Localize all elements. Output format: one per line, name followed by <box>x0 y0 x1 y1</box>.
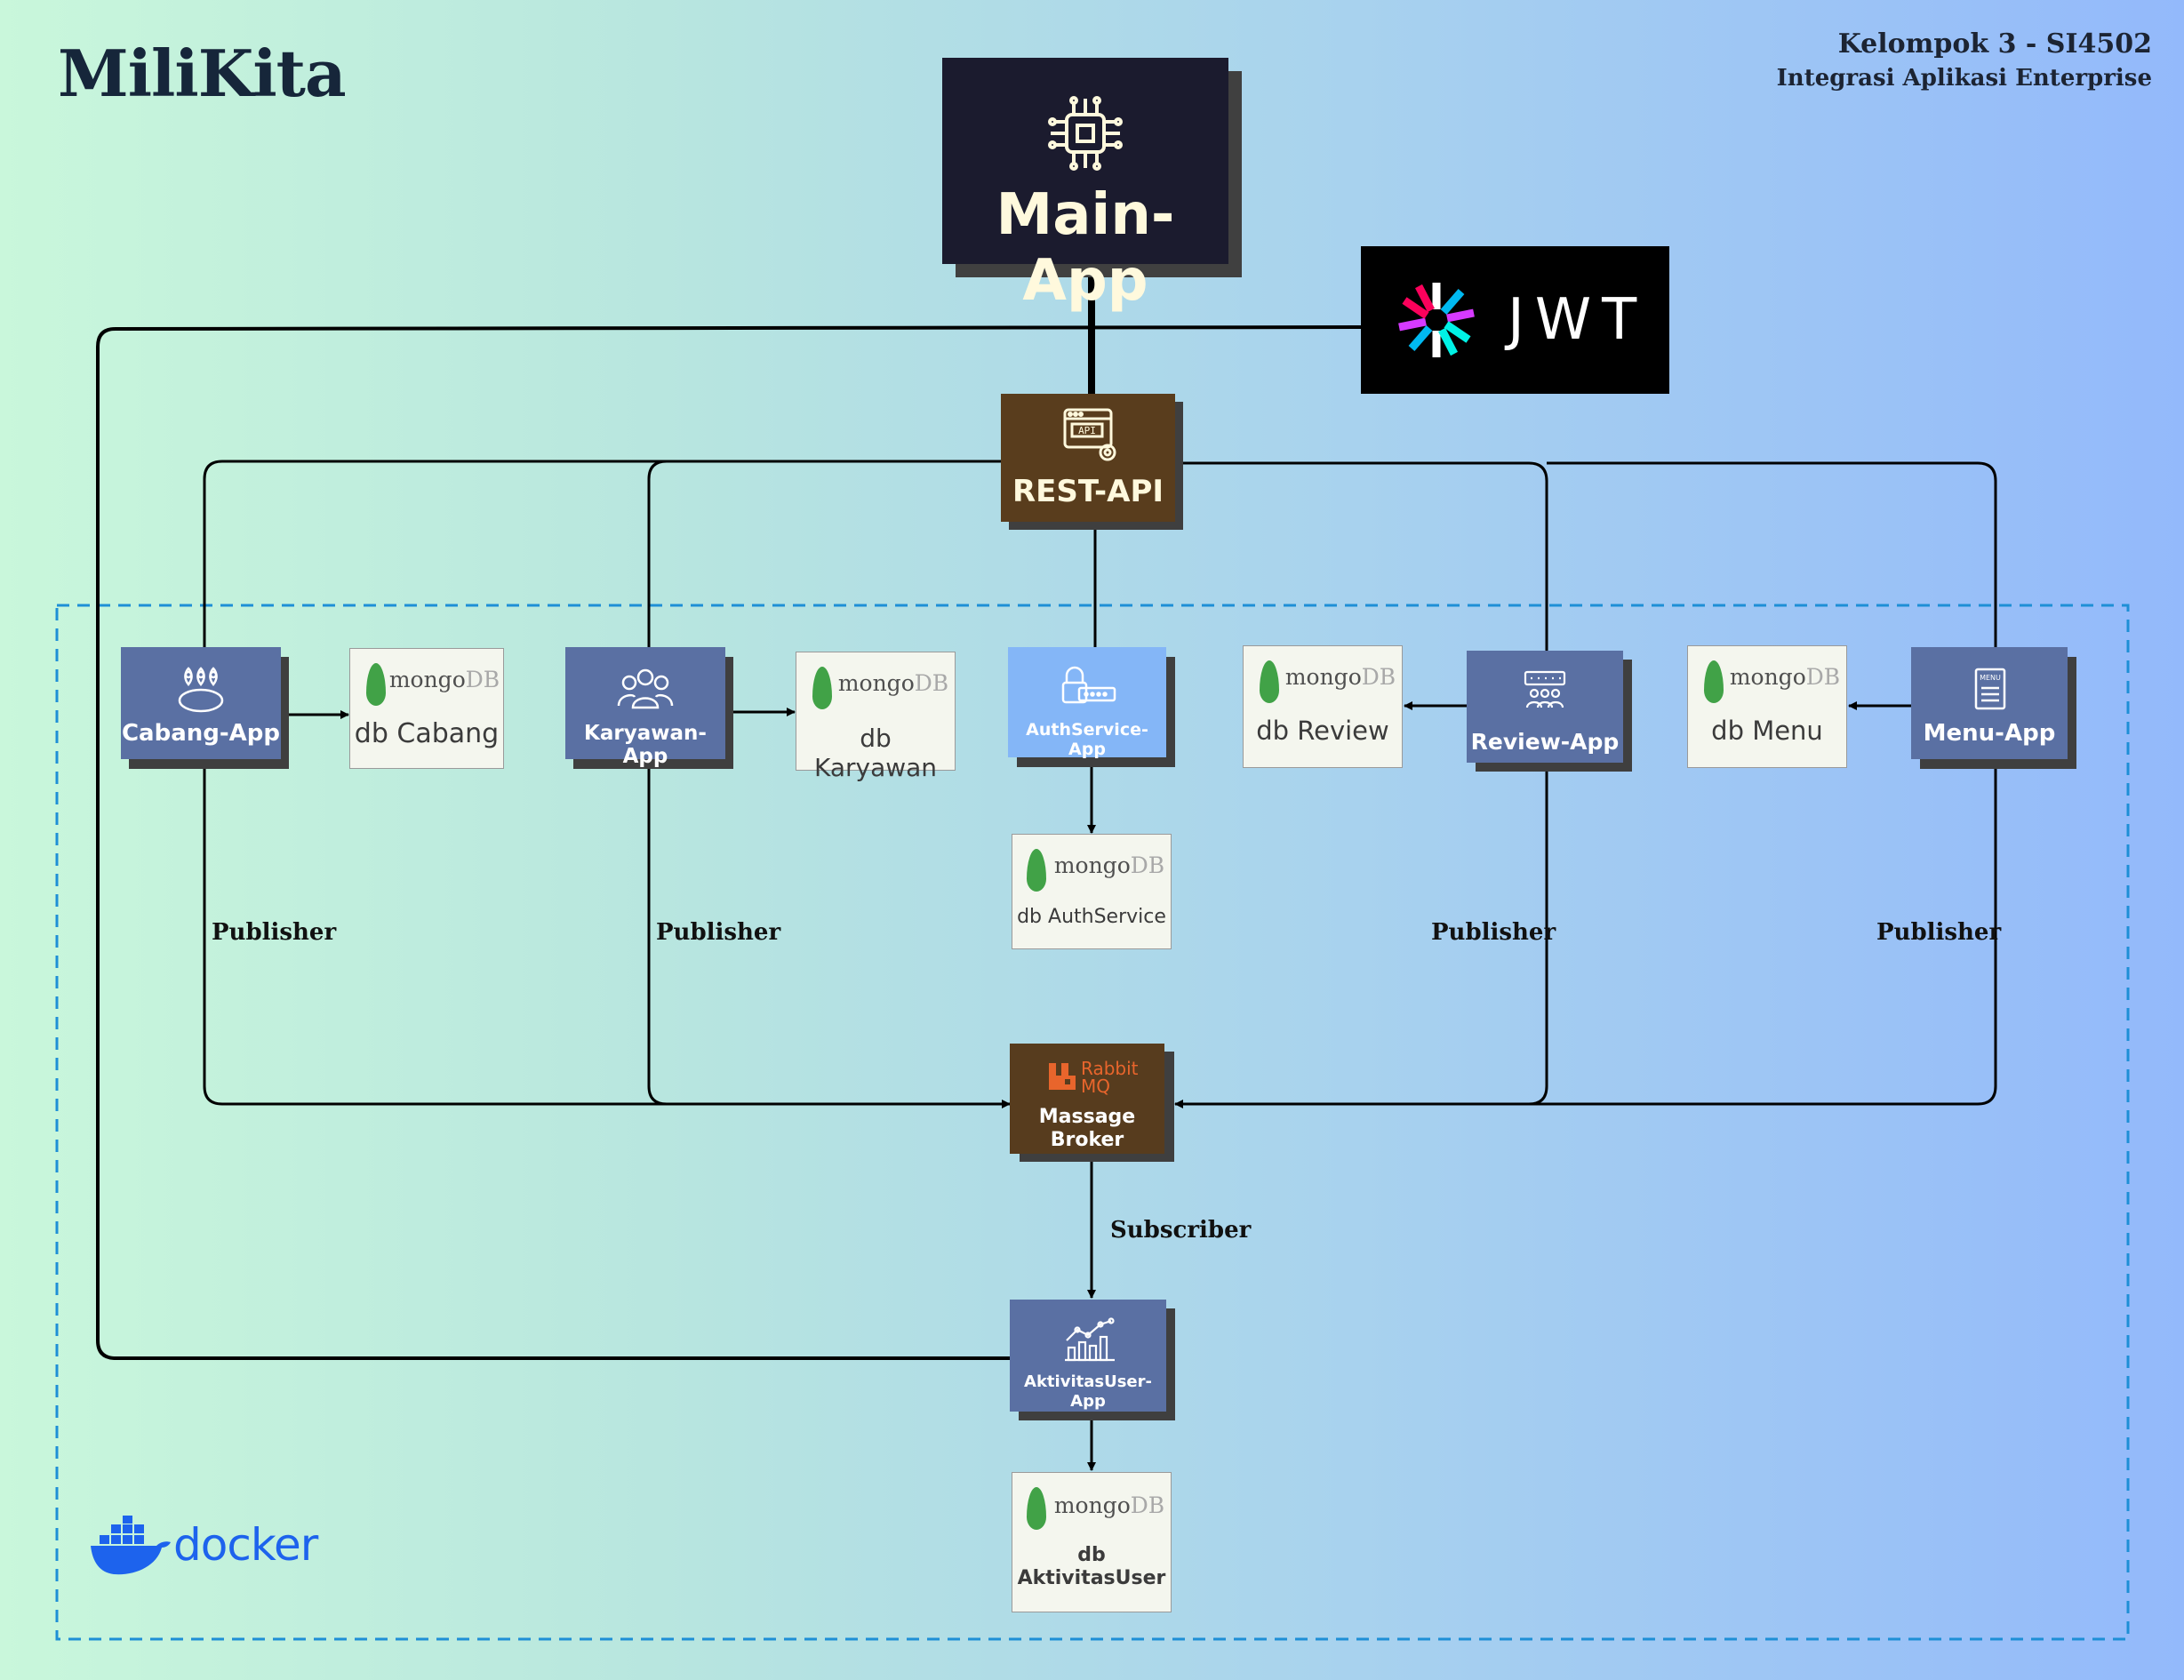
mongodb-leaf-icon <box>1027 1487 1046 1530</box>
auth-app-label-line2: App <box>1068 740 1106 759</box>
rest-api-label: REST-API <box>1012 474 1164 509</box>
db-menu-node[interactable]: mongoDB db Menu <box>1687 645 1847 768</box>
publisher-label-review: Publisher <box>1431 919 1556 946</box>
svg-text:MENU: MENU <box>1980 674 2001 682</box>
db-authservice-label: db AuthService <box>1017 906 1166 928</box>
menu-book-icon: MENU <box>1974 668 2006 710</box>
rest-api-node[interactable]: API REST-API <box>1001 394 1175 522</box>
mongodb-leaf-icon <box>1027 849 1046 892</box>
mongodb-logo: mongoDB <box>1284 664 1396 690</box>
docker-container-border <box>55 604 2130 1641</box>
location-pins-icon <box>178 667 224 713</box>
svg-text:API: API <box>1078 425 1096 436</box>
rabbitmq-brand: Rabbit MQ <box>1081 1058 1139 1097</box>
db-authservice-node[interactable]: mongoDB db AuthService <box>1012 834 1172 949</box>
aktivitas-app-label-line2: App <box>1070 1392 1106 1411</box>
db-aktivitasuser-node[interactable]: mongoDB db AktivitasUser <box>1012 1472 1172 1612</box>
subscriber-label: Subscriber <box>1110 1217 1252 1244</box>
karyawan-app-node[interactable]: Karyawan-App <box>565 647 725 768</box>
api-bus-right-inner <box>1175 461 1548 651</box>
rabbitmq-logo-icon <box>1049 1063 1076 1090</box>
db-review-node[interactable]: mongoDB db Review <box>1243 645 1403 768</box>
lock-password-icon <box>1061 666 1116 704</box>
db-review-label: db Review <box>1256 716 1389 746</box>
jwt-to-aktivitas-line <box>96 325 1362 1360</box>
db-menu-label: db Menu <box>1711 716 1823 746</box>
db-cabang-label: db Cabang <box>354 718 500 749</box>
mongodb-logo: mongoDB <box>1729 664 1841 690</box>
menu-publisher-line <box>1174 764 1997 1108</box>
jwt-star-icon <box>1398 283 1475 357</box>
mongodb-logo: mongoDB <box>1053 852 1165 878</box>
db-cabang-node[interactable]: mongoDB db Cabang <box>349 648 504 769</box>
review-app-label: Review-App <box>1470 729 1620 755</box>
aktivitasuser-app-node[interactable]: AktivitasUser- App <box>1010 1300 1166 1412</box>
review-people-icon <box>1524 670 1566 708</box>
menu-app-node[interactable]: MENU Menu-App <box>1911 647 2068 759</box>
mongodb-leaf-icon <box>1260 660 1279 703</box>
auth-service-app-node[interactable]: AuthService- App <box>1008 647 1166 759</box>
jwt-label: JWT <box>1508 287 1648 353</box>
api-bus-left-outer <box>203 460 1001 649</box>
publisher-label-karyawan: Publisher <box>656 919 781 946</box>
karyawan-publisher-line <box>647 764 693 1106</box>
db-karyawan-label: db Karyawan <box>813 724 938 782</box>
db-aktivitasuser-label-line2: AktivitasUser <box>1017 1567 1166 1589</box>
broker-label: Massage Broker <box>1038 1106 1136 1151</box>
header-info: Kelompok 3 - SI4502 Integrasi Aplikasi E… <box>1777 27 2152 94</box>
mongodb-leaf-icon <box>812 667 832 709</box>
publisher-label-menu: Publisher <box>1876 919 2002 946</box>
line-chart-icon <box>1065 1317 1115 1362</box>
jwt-node[interactable]: JWT <box>1361 246 1669 394</box>
docker-label: docker <box>173 1519 318 1571</box>
group-label: Kelompok 3 - SI4502 <box>1837 28 2152 60</box>
mongodb-leaf-icon <box>1704 660 1724 703</box>
main-app-label: Main-App <box>996 182 1175 314</box>
db-karyawan-node[interactable]: mongoDB db Karyawan <box>796 652 956 782</box>
api-gear-icon: API <box>1063 408 1116 461</box>
docker-logo: docker <box>89 1516 329 1578</box>
course-label: Integrasi Aplikasi Enterprise <box>1776 65 2152 92</box>
mongodb-logo: mongoDB <box>1053 1492 1165 1518</box>
docker-whale-icon <box>91 1516 171 1575</box>
review-app-node[interactable]: Review-App <box>1467 651 1623 763</box>
main-app-node[interactable]: Main-App <box>942 58 1228 314</box>
auth-app-label-line1: AuthService- <box>1026 720 1148 740</box>
cabang-app-label: Cabang-App <box>121 720 281 747</box>
db-aktivitasuser-label-line1: db <box>1077 1544 1106 1566</box>
mongodb-leaf-icon <box>366 663 386 706</box>
rabbitmq-broker-node[interactable]: Rabbit MQ Massage Broker <box>1010 1044 1164 1154</box>
aktivitas-app-label-line1: AktivitasUser- <box>1024 1372 1152 1391</box>
api-bus-right-outer <box>1547 461 1997 649</box>
menu-app-label: Menu-App <box>1923 720 2056 747</box>
cpu-chip-icon <box>1048 96 1123 171</box>
publisher-label-cabang: Publisher <box>212 919 337 946</box>
karyawan-app-label: Karyawan-App <box>584 722 707 768</box>
cabang-publisher-line <box>203 764 1011 1108</box>
people-group-icon <box>617 668 674 709</box>
mongodb-logo: mongoDB <box>388 667 500 692</box>
cabang-app-node[interactable]: Cabang-App <box>121 647 281 759</box>
api-bus-left-inner <box>647 460 747 649</box>
mongodb-logo: mongoDB <box>837 670 949 696</box>
brand-title: MiliKita <box>58 36 347 111</box>
